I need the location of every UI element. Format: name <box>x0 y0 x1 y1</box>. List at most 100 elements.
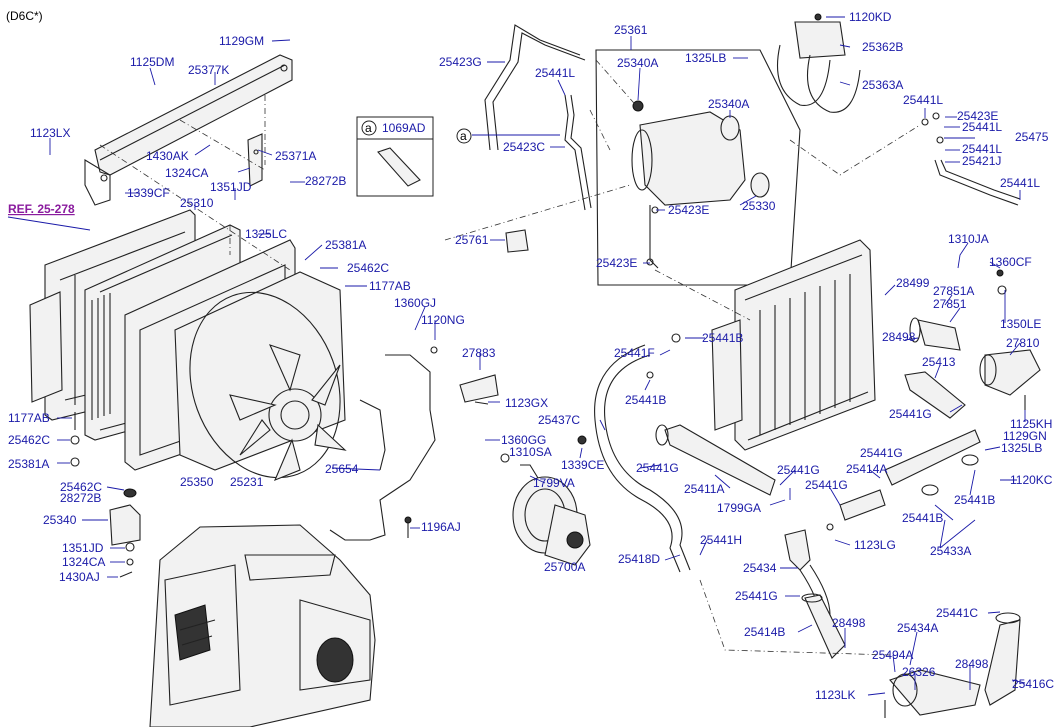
part-label[interactable]: 1125DM <box>130 55 174 69</box>
ref-link[interactable]: REF. 25-278 <box>8 202 75 216</box>
part-label[interactable]: 1129GN <box>1003 429 1047 443</box>
part-label[interactable]: 1123GX <box>505 396 548 410</box>
part-label[interactable]: 27851A <box>933 284 974 298</box>
part-label[interactable]: 25413 <box>922 355 956 369</box>
part-label[interactable]: 25377K <box>188 63 229 77</box>
part-label[interactable]: 1360GJ <box>394 296 436 310</box>
part-label[interactable]: 25462C <box>8 433 50 447</box>
part-label[interactable]: 1350LE <box>1000 317 1041 331</box>
part-label[interactable]: 28272B <box>305 174 346 188</box>
part-label[interactable]: 25441L <box>903 93 943 107</box>
part-label[interactable]: 25381A <box>325 238 366 252</box>
part-label[interactable]: 1325LB <box>685 51 726 65</box>
part-label[interactable]: 28498 <box>832 616 866 630</box>
part-label[interactable]: 1120KC <box>1010 473 1053 487</box>
part-label[interactable]: 25433A <box>930 544 971 558</box>
part-label[interactable]: 1120KD <box>849 10 892 24</box>
part-label[interactable]: 25441B <box>702 331 743 345</box>
part-label[interactable]: 25371A <box>275 149 316 163</box>
part-label[interactable]: 25231 <box>230 475 264 489</box>
part-label[interactable]: 25340A <box>617 56 658 70</box>
part-label[interactable]: 25421J <box>962 154 1001 168</box>
part-label[interactable]: 25423E <box>596 256 637 270</box>
part-label[interactable]: 1120NG <box>421 313 465 327</box>
part-label[interactable]: 25414B <box>744 625 785 639</box>
part-label[interactable]: 25441H <box>700 533 742 547</box>
part-label[interactable]: 1325LC <box>245 227 287 241</box>
part-label[interactable]: 25362B <box>862 40 903 54</box>
part-label[interactable]: 25361 <box>614 23 648 37</box>
part-label[interactable]: 1123LK <box>815 688 855 702</box>
part-label[interactable]: 25441G <box>636 461 679 475</box>
part-label[interactable]: 25441L <box>962 120 1002 134</box>
part-label[interactable]: 25441C <box>936 606 978 620</box>
part-label[interactable]: 25363A <box>862 78 903 92</box>
part-label[interactable]: 1196AJ <box>421 520 461 534</box>
part-label[interactable]: 1123LG <box>854 538 896 552</box>
part-label[interactable]: 1129GM <box>219 34 264 48</box>
part-label[interactable]: 25441L <box>535 66 575 80</box>
part-label[interactable]: 1351JD <box>62 541 104 555</box>
part-label[interactable]: 1123LX <box>30 126 70 140</box>
part-label[interactable]: 1339CE <box>561 458 604 472</box>
part-label[interactable]: 1360CF <box>989 255 1032 269</box>
part-label[interactable]: 25434 <box>743 561 777 575</box>
part-label[interactable]: 25441G <box>860 446 903 460</box>
part-label[interactable]: 25441G <box>805 478 848 492</box>
part-label[interactable]: 25441G <box>889 407 932 421</box>
part-label[interactable]: 25441B <box>902 511 943 525</box>
part-label[interactable]: 1310SA <box>509 445 552 459</box>
part-label[interactable]: 25441B <box>625 393 666 407</box>
part-label[interactable]: 25340A <box>708 97 749 111</box>
part-label[interactable]: 25761 <box>455 233 489 247</box>
part-label[interactable]: 28498 <box>882 330 916 344</box>
part-label[interactable]: 25441B <box>954 493 995 507</box>
part-label[interactable]: 25381A <box>8 457 49 471</box>
part-label[interactable]: 27883 <box>462 346 496 360</box>
part-label[interactable]: 25414A <box>846 462 887 476</box>
part-label[interactable]: 1310JA <box>948 232 989 246</box>
part-label[interactable]: 25441L <box>1000 176 1040 190</box>
part-label[interactable]: 25437C <box>538 413 580 427</box>
part-label[interactable]: 25423C <box>503 140 545 154</box>
part-label[interactable]: 1177AB <box>369 279 411 293</box>
part-label[interactable]: 1430AK <box>146 149 189 163</box>
part-label[interactable]: 1360GG <box>501 433 546 447</box>
part-label[interactable]: 25494A <box>872 648 913 662</box>
part-label[interactable]: 25441F <box>614 346 655 360</box>
part-label[interactable]: 1324CA <box>62 555 105 569</box>
part-label[interactable]: 1125KH <box>1010 417 1052 431</box>
part-label[interactable]: 25350 <box>180 475 214 489</box>
part-label[interactable]: 1177AB <box>8 411 50 425</box>
part-label[interactable]: 26326 <box>902 665 936 679</box>
part-label[interactable]: 1799GA <box>717 501 761 515</box>
part-label[interactable]: 28272B <box>60 491 101 505</box>
part-label[interactable]: 25411A <box>684 482 724 496</box>
part-label[interactable]: 25330 <box>742 199 776 213</box>
part-label[interactable]: 27851 <box>933 297 967 311</box>
part-label[interactable]: 1325LB <box>1001 441 1042 455</box>
part-label[interactable]: 28499 <box>896 276 930 290</box>
part-label[interactable]: 27810 <box>1006 336 1040 350</box>
part-label[interactable]: 25462C <box>60 480 102 494</box>
part-label[interactable]: 25423E <box>957 109 998 123</box>
part-label[interactable]: 25418D <box>618 552 660 566</box>
part-label[interactable]: 25441L <box>962 142 1002 156</box>
part-label[interactable]: 25434A <box>897 621 938 635</box>
part-label[interactable]: 25700A <box>544 560 585 574</box>
part-label[interactable]: 1339CF <box>127 186 170 200</box>
part-label[interactable]: 25423G <box>439 55 482 69</box>
part-label[interactable]: 25441G <box>777 463 820 477</box>
part-label[interactable]: 25423E <box>668 203 709 217</box>
part-label[interactable]: 1351JD <box>210 180 252 194</box>
part-label[interactable]: 25416C <box>1012 677 1054 691</box>
part-label[interactable]: 1430AJ <box>59 570 100 584</box>
part-label[interactable]: 1799VA <box>533 476 575 490</box>
part-label[interactable]: 25310 <box>180 196 214 210</box>
part-label[interactable]: 25654 <box>325 462 359 476</box>
part-label[interactable]: 28498 <box>955 657 989 671</box>
callout-part[interactable]: 1069AD <box>382 121 426 135</box>
part-label[interactable]: 25475 <box>1015 130 1049 144</box>
part-label[interactable]: 1324CA <box>165 166 208 180</box>
part-label[interactable]: 25340 <box>43 513 77 527</box>
